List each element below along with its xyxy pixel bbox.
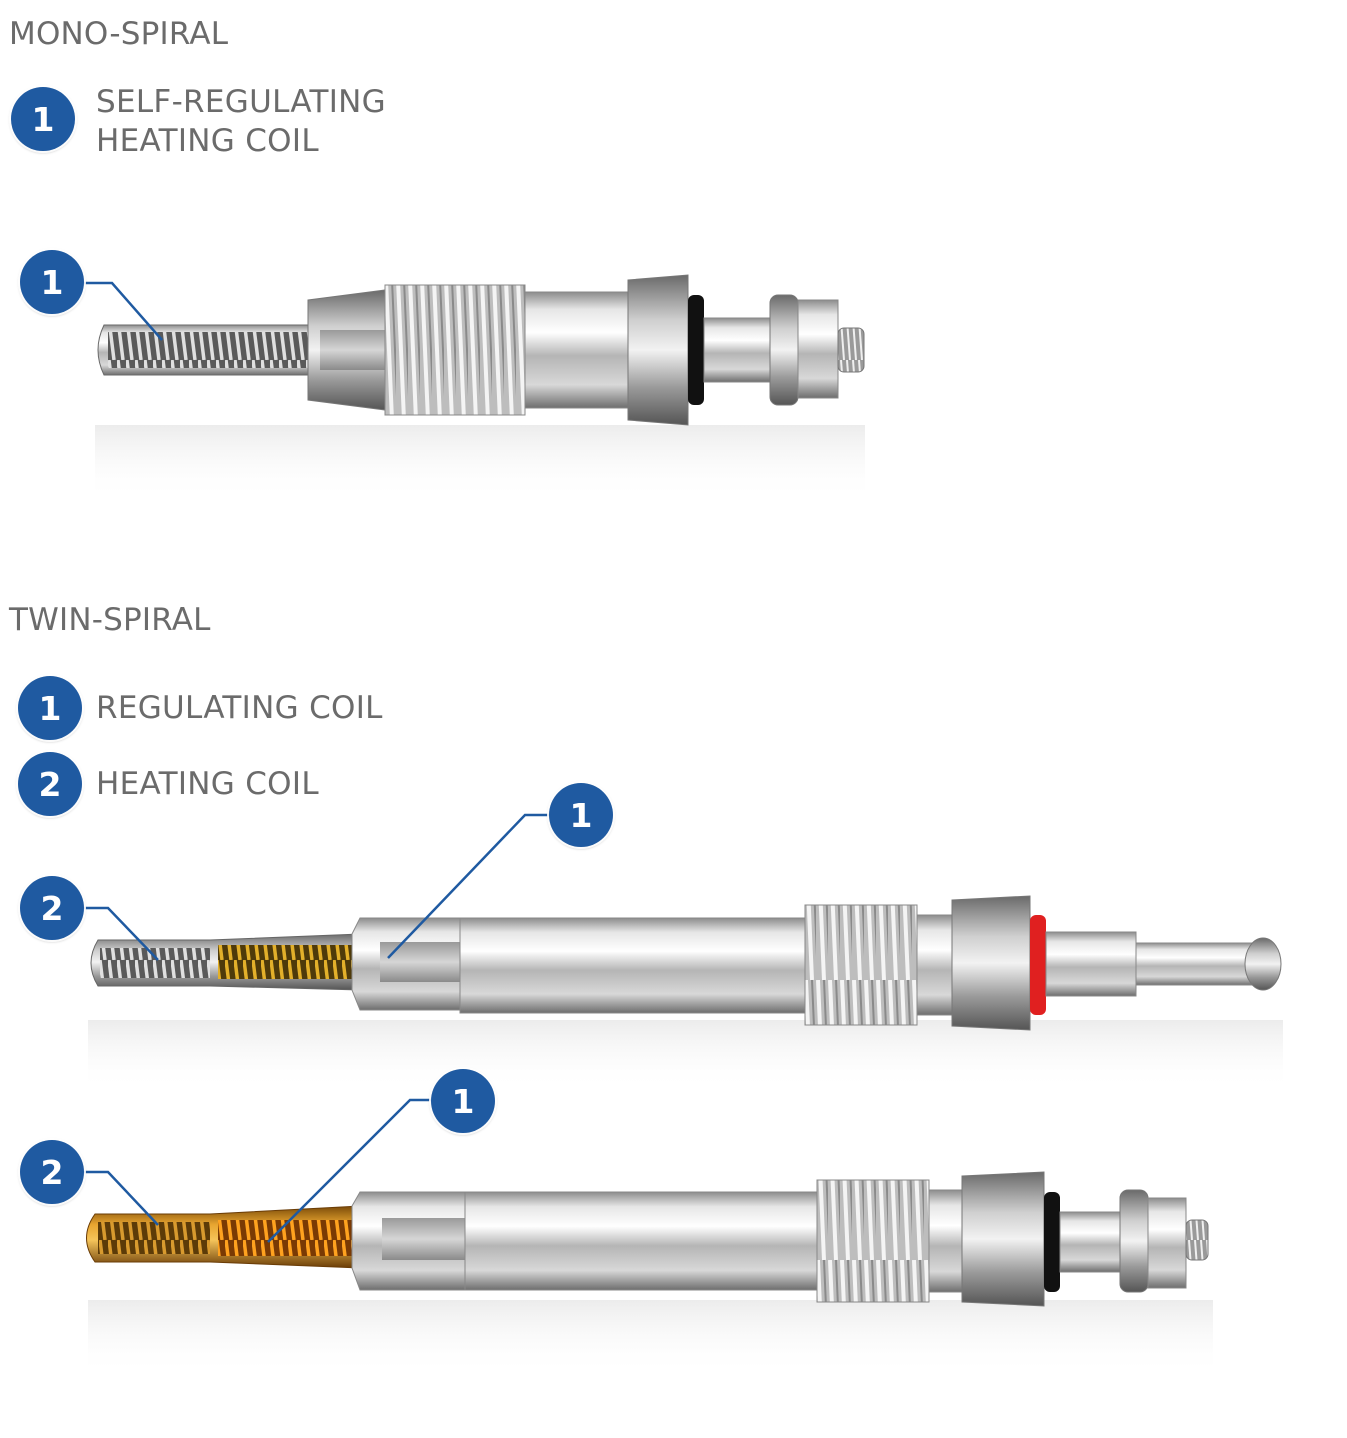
- twin1-red-seal: [1030, 915, 1046, 1015]
- twin2-washer: [1119, 1189, 1149, 1293]
- twin2-stud: [1185, 1219, 1209, 1261]
- mono-thread: [384, 284, 526, 416]
- legend-label-twin-1: REGULATING COIL: [96, 690, 383, 726]
- mono-stud: [837, 327, 865, 373]
- twin2-terminal: [1059, 1211, 1127, 1273]
- twin1-cutaway: [380, 942, 464, 982]
- twin1-reflection: [88, 1020, 1283, 1090]
- twin1-hex: [951, 895, 1031, 1031]
- mono-terminal: [703, 317, 775, 383]
- mono-reflection: [95, 425, 865, 500]
- twin1-pin-tip: [1244, 937, 1282, 991]
- twin2-body: [464, 1191, 818, 1291]
- callout-twin2-1: 1: [431, 1069, 495, 1133]
- mono-seal: [688, 295, 704, 405]
- leader-lines: [80, 281, 552, 1243]
- twin2-seal: [1044, 1192, 1060, 1292]
- twin2-neck: [928, 1189, 968, 1293]
- twin-spiral-plug-1: [88, 895, 1283, 1090]
- twin2-hex: [961, 1171, 1045, 1307]
- legend-badge-twin-2: 2: [18, 752, 82, 816]
- callout-twin1-1: 1: [549, 783, 613, 847]
- leader-twin1-1: [387, 813, 552, 959]
- twin-spiral-heading: TWIN-SPIRAL: [9, 602, 211, 638]
- leader-twin1-2: [80, 906, 159, 961]
- twin-spiral-plug-2: [86, 1171, 1213, 1375]
- twin1-terminal: [1045, 931, 1137, 997]
- mono-body: [524, 291, 631, 409]
- legend-badge-twin-1: 1: [18, 676, 82, 740]
- callout-twin2-2: 2: [20, 1140, 84, 1204]
- mono-heating-coil: [108, 332, 328, 368]
- twin1-body: [459, 917, 806, 1014]
- twin1-thread: [804, 904, 918, 1026]
- mono-cutaway: [320, 330, 390, 370]
- legend-label-twin-2: HEATING COIL: [96, 766, 319, 802]
- twin2-reflection: [88, 1300, 1213, 1375]
- mono-spiral-heading: MONO-SPIRAL: [9, 16, 229, 52]
- leader-mono-1: [80, 281, 163, 341]
- callout-mono-1: 1: [20, 250, 84, 314]
- twin1-heating-coil: [100, 948, 210, 978]
- mono-spiral-plug: [95, 274, 865, 500]
- mono-hex: [627, 274, 689, 426]
- legend-badge-mono-1: 1: [11, 87, 75, 151]
- twin1-pin: [1135, 942, 1257, 986]
- mono-washer: [769, 294, 799, 406]
- twin2-thread: [816, 1179, 930, 1303]
- leader-twin2-1: [267, 1098, 434, 1243]
- twin2-cutaway: [382, 1218, 468, 1260]
- leader-twin2-2: [80, 1170, 159, 1226]
- twin1-neck: [916, 914, 958, 1016]
- legend-label-line1: SELF-REGULATING: [96, 84, 386, 120]
- callout-twin1-2: 2: [20, 876, 84, 940]
- legend-label-mono-1: SELF-REGULATING HEATING COIL: [96, 83, 386, 161]
- twin2-nut: [1147, 1197, 1187, 1289]
- legend-label-line2: HEATING COIL: [96, 123, 319, 159]
- mono-nut: [797, 299, 839, 399]
- twin2-heating-coil: [98, 1222, 210, 1254]
